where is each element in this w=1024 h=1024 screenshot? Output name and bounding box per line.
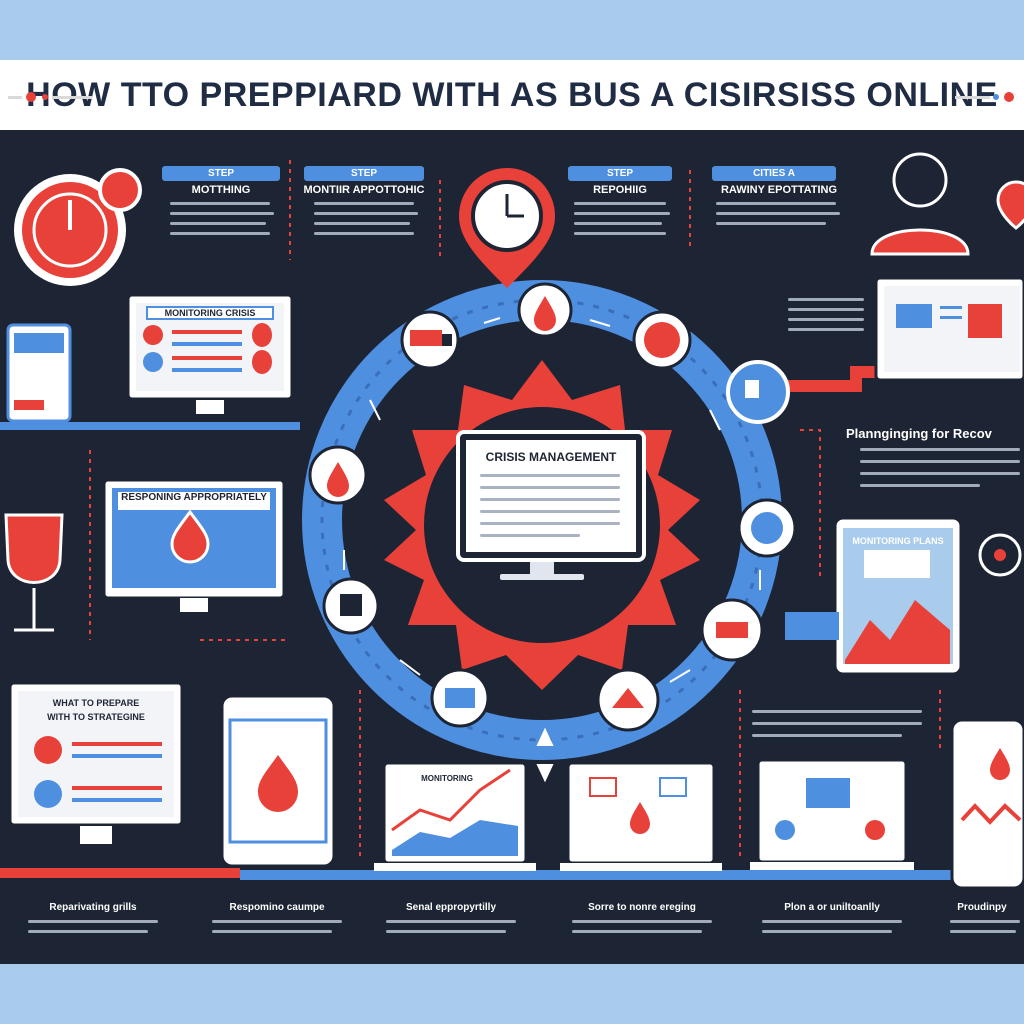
caption-4: Sorre to nonre ereging xyxy=(588,902,696,913)
step-tag-2: STEP xyxy=(304,166,424,181)
clock-pin-icon xyxy=(459,168,555,288)
step-tag-3: STEP xyxy=(568,166,672,181)
tablet-right xyxy=(833,516,963,676)
step-label-1: MOTTHING xyxy=(191,184,251,196)
title-dot-blue xyxy=(993,94,999,100)
ribbon-right xyxy=(785,612,839,640)
caption-1: Reparivating grills xyxy=(49,902,137,913)
monitor-label-left: MONITORING CRISIS xyxy=(146,306,274,320)
glass-icon xyxy=(4,513,64,584)
ring-arrows xyxy=(343,317,761,783)
ring-icons xyxy=(308,282,797,732)
step-tag-1: STEP xyxy=(162,166,280,181)
stopwatch-icon xyxy=(14,168,142,286)
band-left xyxy=(0,422,300,430)
monitor-bottom-left xyxy=(8,681,184,844)
right-heading: Plannginging for Recov xyxy=(846,426,992,441)
band-bottom-left-red xyxy=(0,868,240,878)
page-title: HOW TTO PREPPIARD WITH AS BUS A CISIRSIS… xyxy=(26,75,998,114)
bottom-monitor-line2: WITH TO STRATEGINE xyxy=(47,712,145,722)
band-bottom-blue xyxy=(240,870,1024,880)
monitor-mid-left xyxy=(102,478,286,612)
infographic-panel: STEP MOTTHING STEP MONTIIR APPOTTOHIC ST… xyxy=(0,130,1024,964)
monitor-label-mid-left: RESPONING APPROPRIATELY xyxy=(121,492,267,503)
bottom-strip xyxy=(0,964,1024,1024)
title-rule-right xyxy=(955,96,990,99)
title-rule-left2 xyxy=(52,96,92,99)
laptop-bottom-2 xyxy=(560,761,722,871)
center-screen xyxy=(466,440,636,552)
title-dot-small xyxy=(42,94,48,100)
title-dot-red xyxy=(26,92,36,102)
caption-5: Plon a or uniltoanlly xyxy=(784,902,880,913)
diagram-graphics xyxy=(0,152,1024,890)
caption-6: Proudinpy xyxy=(957,902,1007,913)
step-label-3: REPOHIIG xyxy=(593,184,647,196)
step-label-2: MONTIIR APPOTTOHIC xyxy=(303,184,425,196)
step-tag-4: CITIES A xyxy=(712,166,836,181)
dashed-connectors xyxy=(89,160,941,860)
caption-3: Senal eppropyrtilly xyxy=(405,902,497,913)
monitor-top-right xyxy=(874,276,1024,382)
laptop-bottom-3 xyxy=(750,758,914,870)
step-label-4: RAWINY EPOTTATING xyxy=(720,184,838,196)
network-icon xyxy=(978,533,1022,577)
caption-2: Respomino caumpe xyxy=(229,902,325,913)
title-bar: HOW TTO PREPPIARD WITH AS BUS A CISIRSIS… xyxy=(0,60,1024,130)
phone-bottom-right xyxy=(950,718,1024,890)
person-icon xyxy=(870,152,1024,256)
title-rule-left xyxy=(8,96,22,99)
laptop-bottom-1 xyxy=(374,761,536,871)
laptop-label: MONITORING xyxy=(421,774,473,783)
center-screen-label: CRISIS MANAGEMENT xyxy=(485,450,617,464)
bottom-monitor-line1: WHAT TO PREPARE xyxy=(52,698,140,708)
tablet-bottom xyxy=(220,694,336,868)
title-dot-red-right xyxy=(1004,92,1014,102)
tablet-right-label: MONITORING PLANS xyxy=(852,536,944,546)
